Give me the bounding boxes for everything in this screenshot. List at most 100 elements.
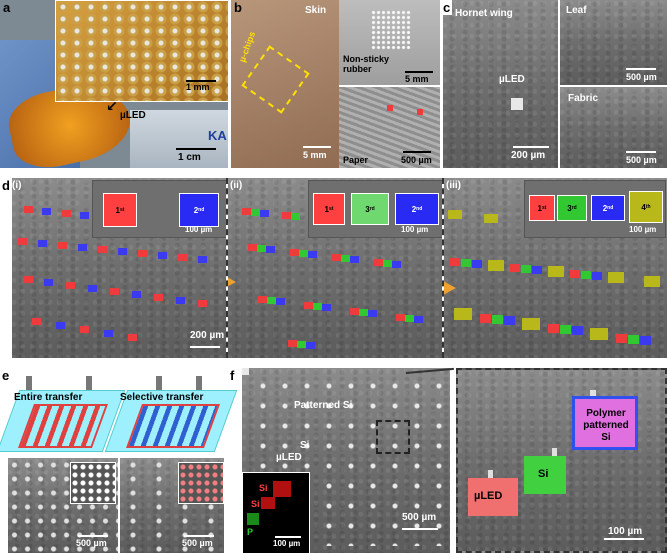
- inset: [70, 462, 116, 504]
- chip: [104, 330, 113, 337]
- chip: [644, 276, 660, 287]
- chip: [522, 318, 540, 330]
- arrow-icon: ↙: [106, 98, 118, 114]
- chip: [242, 208, 251, 215]
- chip: [308, 251, 317, 258]
- scale-bar: [303, 146, 331, 148]
- chip: [532, 266, 542, 274]
- fabric-label: Fabric: [568, 93, 599, 104]
- chip: [266, 246, 275, 253]
- chip: [511, 98, 523, 110]
- chip: [290, 249, 299, 256]
- si-label: Si: [538, 468, 549, 480]
- chip: [80, 326, 89, 333]
- chip: [368, 310, 377, 317]
- polymer-label: Polymer patterned Si: [583, 408, 629, 443]
- uled-label: µLED: [474, 490, 503, 502]
- chip: [128, 334, 137, 341]
- panel-c-fabric: Fabric 500 µm: [560, 87, 667, 168]
- chip: [44, 279, 53, 286]
- sub-label: (ii): [230, 180, 243, 191]
- sub-label: (i): [12, 180, 22, 191]
- uled-pad: [468, 478, 518, 516]
- chip: [521, 265, 531, 273]
- scale-label: 500 µm: [401, 155, 432, 165]
- panel-letter: c: [443, 0, 453, 15]
- chip: [616, 334, 627, 343]
- chip: [267, 297, 276, 304]
- chips-label: µ-chips: [237, 30, 258, 64]
- chip: [138, 250, 147, 257]
- scale-bar: [184, 535, 214, 537]
- chip: [448, 210, 462, 219]
- hornet-label: Hornet wing: [455, 8, 513, 19]
- chip: [66, 282, 75, 289]
- scale-label: 1 cm: [178, 152, 201, 163]
- chip: [88, 285, 97, 292]
- scale-label: 200 µm: [190, 330, 225, 341]
- chip: [291, 213, 300, 220]
- chip: [592, 272, 602, 280]
- chip: [32, 318, 41, 325]
- chip: [392, 261, 401, 268]
- scale-bar: [405, 71, 433, 73]
- chip: [350, 308, 359, 315]
- sem-entire: 500 µm: [8, 458, 118, 553]
- panel-b-paper: Paper 500 µm: [339, 87, 440, 168]
- chip: [472, 260, 482, 268]
- panel-e: e Entire transfer Selective transfer 500…: [0, 368, 238, 553]
- sem-selective: 500 µm: [120, 458, 224, 553]
- chip: [350, 256, 359, 263]
- scale-label: 5 mm: [303, 150, 327, 160]
- inset-microscope: [55, 0, 228, 102]
- scale-label: 100 µm: [608, 526, 643, 537]
- panel-b-rubber: Non-sticky rubber 5 mm: [339, 0, 440, 85]
- scale-label: 100 µm: [629, 225, 657, 234]
- sub-label: (iii): [446, 180, 461, 191]
- chip: [492, 315, 503, 324]
- chip: [257, 245, 266, 252]
- chip: [570, 270, 580, 278]
- chip: [484, 214, 498, 223]
- scale-label: 500 µm: [626, 72, 657, 82]
- chip: [304, 302, 313, 309]
- chip: [24, 276, 33, 283]
- chip: [288, 340, 297, 347]
- panel-b: b Skin µ-chips 5 mm: [231, 0, 339, 168]
- scale-label: 500 µm: [182, 538, 213, 548]
- uled-label: µLED: [499, 74, 525, 85]
- chip: [359, 309, 368, 316]
- chip: [178, 254, 187, 261]
- chip: [198, 256, 207, 263]
- scale-label: 100 µm: [401, 225, 429, 234]
- chip: [560, 325, 571, 334]
- panel-letter: f: [230, 368, 235, 383]
- panel-letter: d: [2, 178, 10, 193]
- chip: [98, 246, 107, 253]
- edx-si: Si: [259, 483, 268, 493]
- uled-pad: [488, 470, 493, 480]
- chip: [640, 336, 651, 345]
- chip: [414, 316, 423, 323]
- polymer-pad: [572, 396, 638, 450]
- zoom-region: [376, 420, 410, 454]
- chip: [260, 210, 269, 217]
- chip: [78, 244, 87, 251]
- scale-label: 100 µm: [185, 225, 213, 234]
- chip: [450, 258, 460, 266]
- scale-label: 500 µm: [76, 538, 107, 548]
- chip: [297, 341, 306, 348]
- chip: [248, 244, 257, 251]
- inset: [178, 462, 224, 504]
- uled-label: µLED: [276, 452, 302, 463]
